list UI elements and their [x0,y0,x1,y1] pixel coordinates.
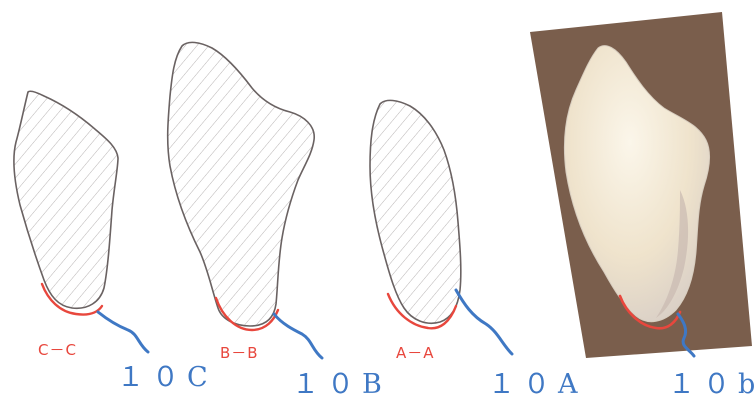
section-label-b-b: B－B [220,344,259,362]
tooth-photo: １０b [530,12,754,397]
leader-line-10c [98,312,148,352]
cross-section-a-a-outline [370,100,461,323]
reference-label-10b: １０B [292,369,390,397]
leader-line-10b [274,314,322,358]
section-label-a-a: A－A [396,344,435,362]
section-b-b: B－B １０B [168,42,390,397]
cross-section-b-b-outline [168,42,315,326]
reference-label-10b-photo: １０b [668,369,754,397]
section-label-c-c: C－C [38,341,77,359]
leader-line-10a [456,290,512,354]
reference-label-10a: １０A [488,369,586,397]
cross-section-c-c-outline [14,91,118,308]
reference-label-10c: １０C [117,362,216,393]
